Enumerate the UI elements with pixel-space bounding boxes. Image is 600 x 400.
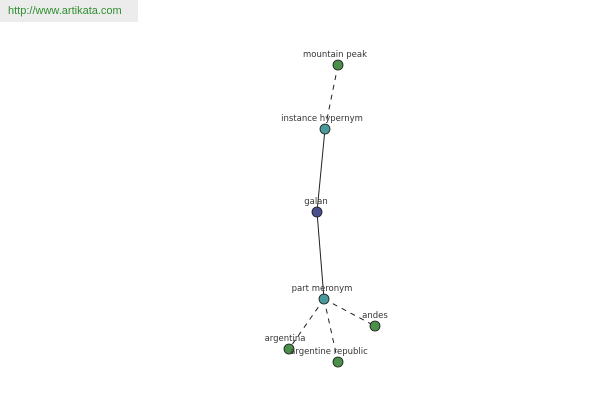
node-label: argentina bbox=[265, 334, 306, 344]
edge-instance-hypernym-to-mountain-peak bbox=[324, 64, 339, 130]
node-marker[interactable] bbox=[318, 293, 330, 305]
edge-galan-to-part-meronym bbox=[316, 211, 325, 300]
node-label: instance hypernym bbox=[281, 114, 363, 124]
edge-galan-to-instance-hypernym bbox=[316, 128, 326, 213]
node-mountain-peak[interactable]: mountain peak bbox=[303, 50, 367, 71]
node-marker[interactable] bbox=[311, 206, 323, 218]
node-part-meronym[interactable]: part meronym bbox=[292, 284, 353, 305]
watermark-url: http://www.artikata.com bbox=[0, 0, 138, 22]
node-argentina[interactable]: argentina bbox=[265, 334, 306, 355]
node-label: argentine republic bbox=[290, 347, 368, 357]
node-label: part meronym bbox=[292, 284, 353, 294]
node-instance-hypernym[interactable]: instance hypernym bbox=[281, 114, 363, 135]
edge-part-meronym-to-argentine-republic bbox=[323, 298, 339, 363]
node-label: mountain peak bbox=[303, 50, 367, 60]
nodes-layer: mountain peak instance hypernym galan part … bbox=[265, 50, 388, 368]
edges-layer bbox=[288, 64, 376, 363]
node-marker[interactable] bbox=[369, 320, 381, 332]
edge-part-meronym-to-argentina bbox=[288, 298, 325, 350]
node-marker[interactable] bbox=[319, 123, 331, 135]
node-label: galan bbox=[304, 197, 328, 207]
node-marker[interactable] bbox=[332, 356, 344, 368]
node-marker[interactable] bbox=[283, 343, 295, 355]
node-label: andes bbox=[362, 311, 388, 321]
node-galan[interactable]: galan bbox=[304, 197, 328, 218]
node-andes[interactable]: andes bbox=[362, 311, 388, 332]
node-argentine-republic[interactable]: argentine republic bbox=[290, 347, 368, 368]
node-marker[interactable] bbox=[332, 59, 344, 71]
